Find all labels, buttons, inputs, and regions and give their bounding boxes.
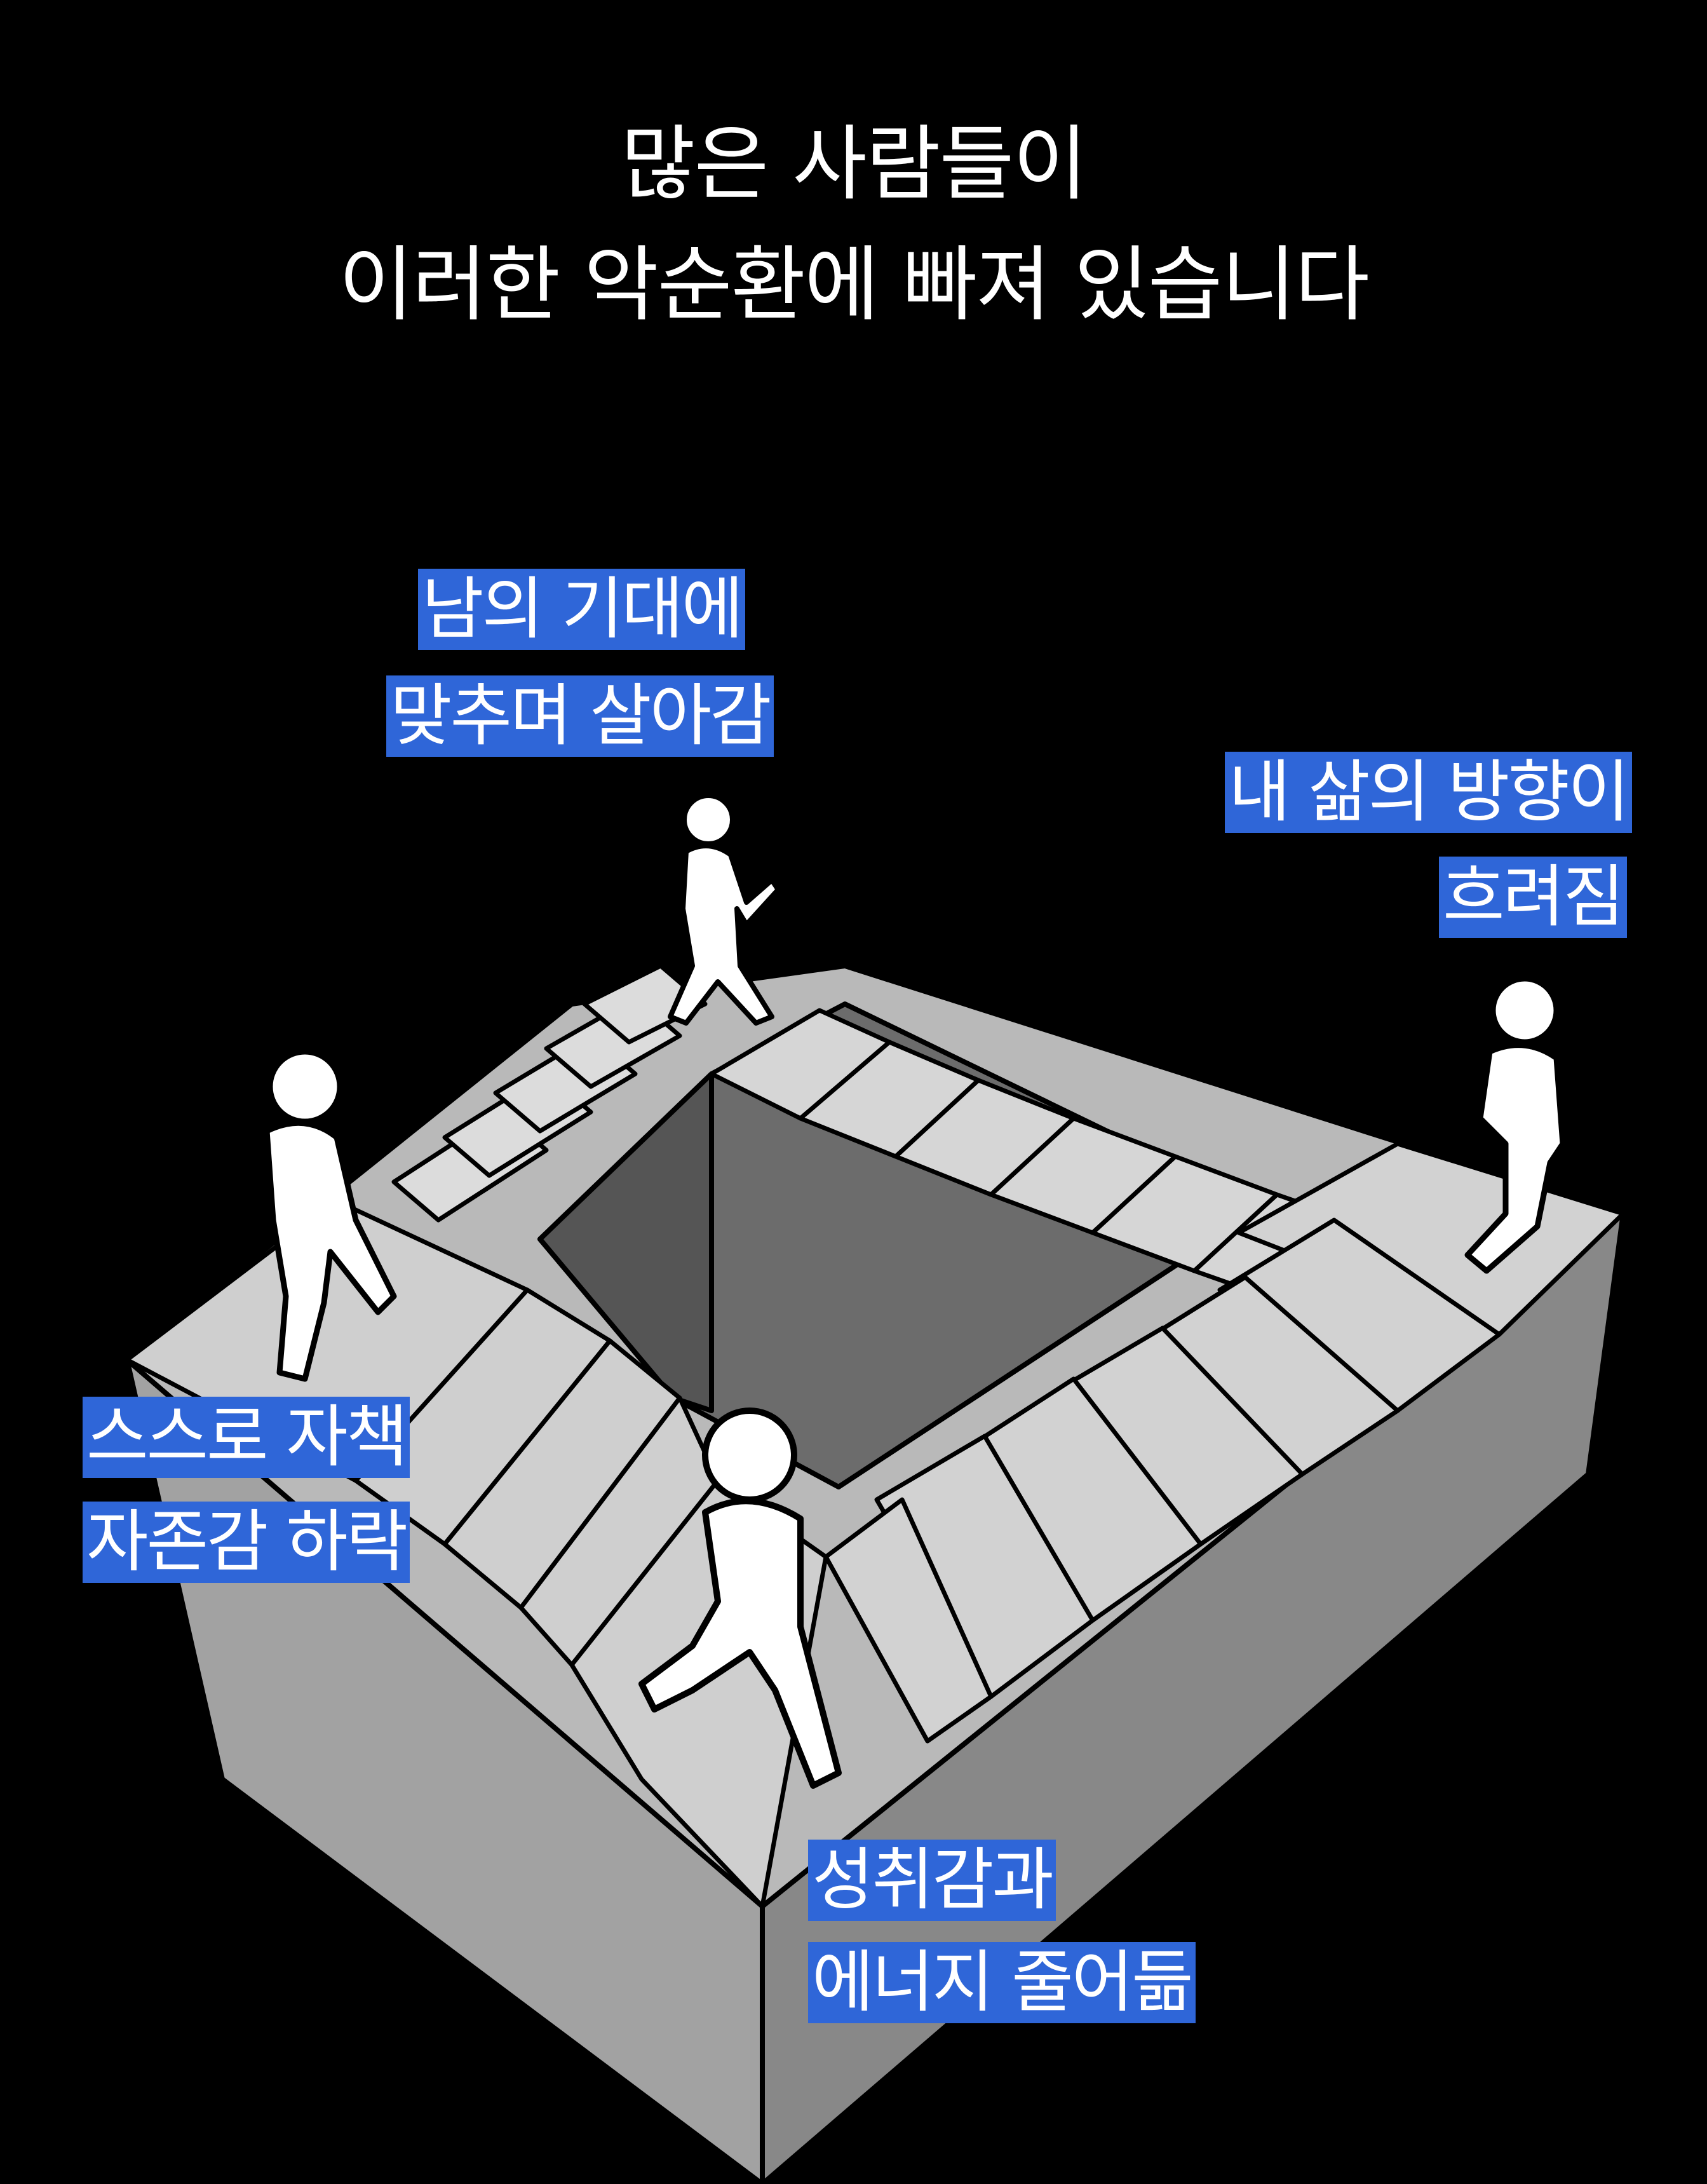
label-bottom-line-1: 성취감과 xyxy=(808,1840,1056,1921)
walking-figure-front xyxy=(638,1407,842,1789)
walking-figure-top xyxy=(668,793,781,1026)
label-top-line-1: 남의 기대에 xyxy=(418,569,746,650)
headline-line-1: 많은 사람들이 xyxy=(620,117,1088,212)
label-bottom-line-2: 에너지 줄어듦 xyxy=(808,1942,1196,2023)
headline-line-2: 이러한 악순환에 빠져 있습니다 xyxy=(339,238,1370,332)
stairs-back-left xyxy=(391,963,708,1223)
label-left-line-2: 자존감 하락 xyxy=(83,1502,410,1583)
label-right-line-1: 내 삶의 방향이 xyxy=(1225,752,1632,833)
walking-figure-right xyxy=(1464,975,1566,1274)
label-left-line-1: 스스로 자책 xyxy=(83,1397,410,1478)
label-top-line-2: 맞추며 살아감 xyxy=(386,675,774,757)
label-right-line-2: 흐려짐 xyxy=(1439,857,1627,938)
walking-figure-left xyxy=(264,1048,397,1382)
